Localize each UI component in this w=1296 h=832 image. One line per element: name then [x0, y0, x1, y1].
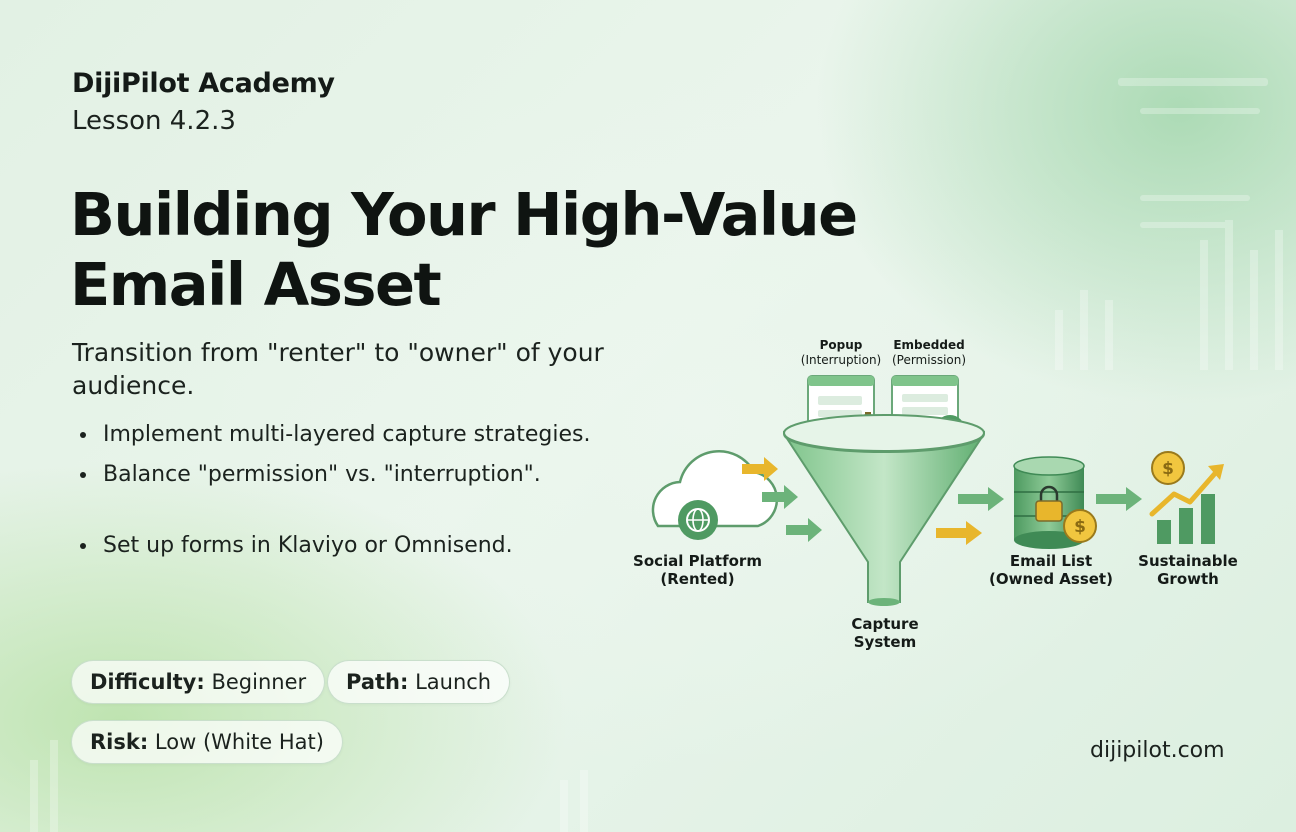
capture-system-label: Capture System — [835, 615, 935, 651]
email-list-label: Email List (Owned Asset) — [985, 552, 1117, 588]
website-url: dijipilot.com — [1090, 738, 1225, 763]
lesson-number: Lesson 4.2.3 — [72, 106, 236, 136]
embedded-name: Embedded — [893, 338, 965, 352]
brand-name: DijiPilot Academy — [72, 68, 335, 99]
email-list-line-1: Email List — [1009, 552, 1093, 570]
difficulty-badge: Difficulty: Beginner — [71, 660, 326, 704]
email-capture-diagram: $ $ Popup (Interruption) Embedded (Permi… — [600, 330, 1290, 660]
lock-icon — [1035, 485, 1063, 522]
social-line-1: Social Platform — [633, 552, 762, 570]
page-title-line-1: Building Your High-Value — [70, 180, 858, 249]
subtitle: Transition from "renter" to "owner" of y… — [72, 338, 604, 400]
capture-line-2: System — [853, 633, 917, 651]
bullet-item: Set up forms in Klaviyo or Omnisend. — [78, 531, 598, 560]
bullet-list: Implement multi-layered capture strategi… — [78, 420, 598, 560]
path-value: Launch — [415, 670, 492, 694]
capture-line-1: Capture — [851, 615, 919, 633]
page-title-line-2: Email Asset — [70, 250, 442, 319]
difficulty-label: Difficulty: — [90, 670, 205, 694]
risk-badge: Risk: Low (White Hat) — [71, 720, 343, 764]
funnel-icon — [782, 414, 986, 606]
bullet-item: Implement multi-layered capture strategi… — [78, 420, 598, 449]
page-title: Building Your High-Value Email Asset — [70, 180, 970, 320]
popup-label: Popup (Interruption) — [796, 338, 886, 368]
svg-text:$: $ — [1162, 459, 1174, 479]
svg-text:$: $ — [1074, 517, 1086, 537]
email-list-line-2: (Owned Asset) — [989, 570, 1113, 588]
path-badge: Path: Launch — [327, 660, 511, 704]
social-platform-label: Social Platform (Rented) — [630, 552, 765, 588]
growth-line-2: Growth — [1157, 570, 1219, 588]
risk-label: Risk: — [90, 730, 149, 754]
bullet-item: Balance "permission" vs. "interruption". — [78, 460, 598, 489]
coin-icon: $ — [1063, 509, 1097, 543]
difficulty-value: Beginner — [211, 670, 307, 694]
embedded-label: Embedded (Permission) — [884, 338, 974, 368]
social-line-2: (Rented) — [660, 570, 735, 588]
risk-value: Low (White Hat) — [154, 730, 324, 754]
arrow-icon — [742, 457, 822, 542]
popup-name: Popup — [819, 338, 863, 352]
path-label: Path: — [346, 670, 409, 694]
growth-line-1: Sustainable — [1138, 552, 1238, 570]
growth-label: Sustainable Growth — [1133, 552, 1243, 588]
arrow-icon — [936, 487, 1004, 545]
growth-chart-icon: $ — [1149, 451, 1224, 544]
embedded-desc: (Permission) — [891, 353, 967, 367]
diagram-illustration: $ $ — [651, 375, 1224, 606]
popup-desc: (Interruption) — [800, 353, 882, 367]
arrow-icon — [1096, 487, 1142, 511]
